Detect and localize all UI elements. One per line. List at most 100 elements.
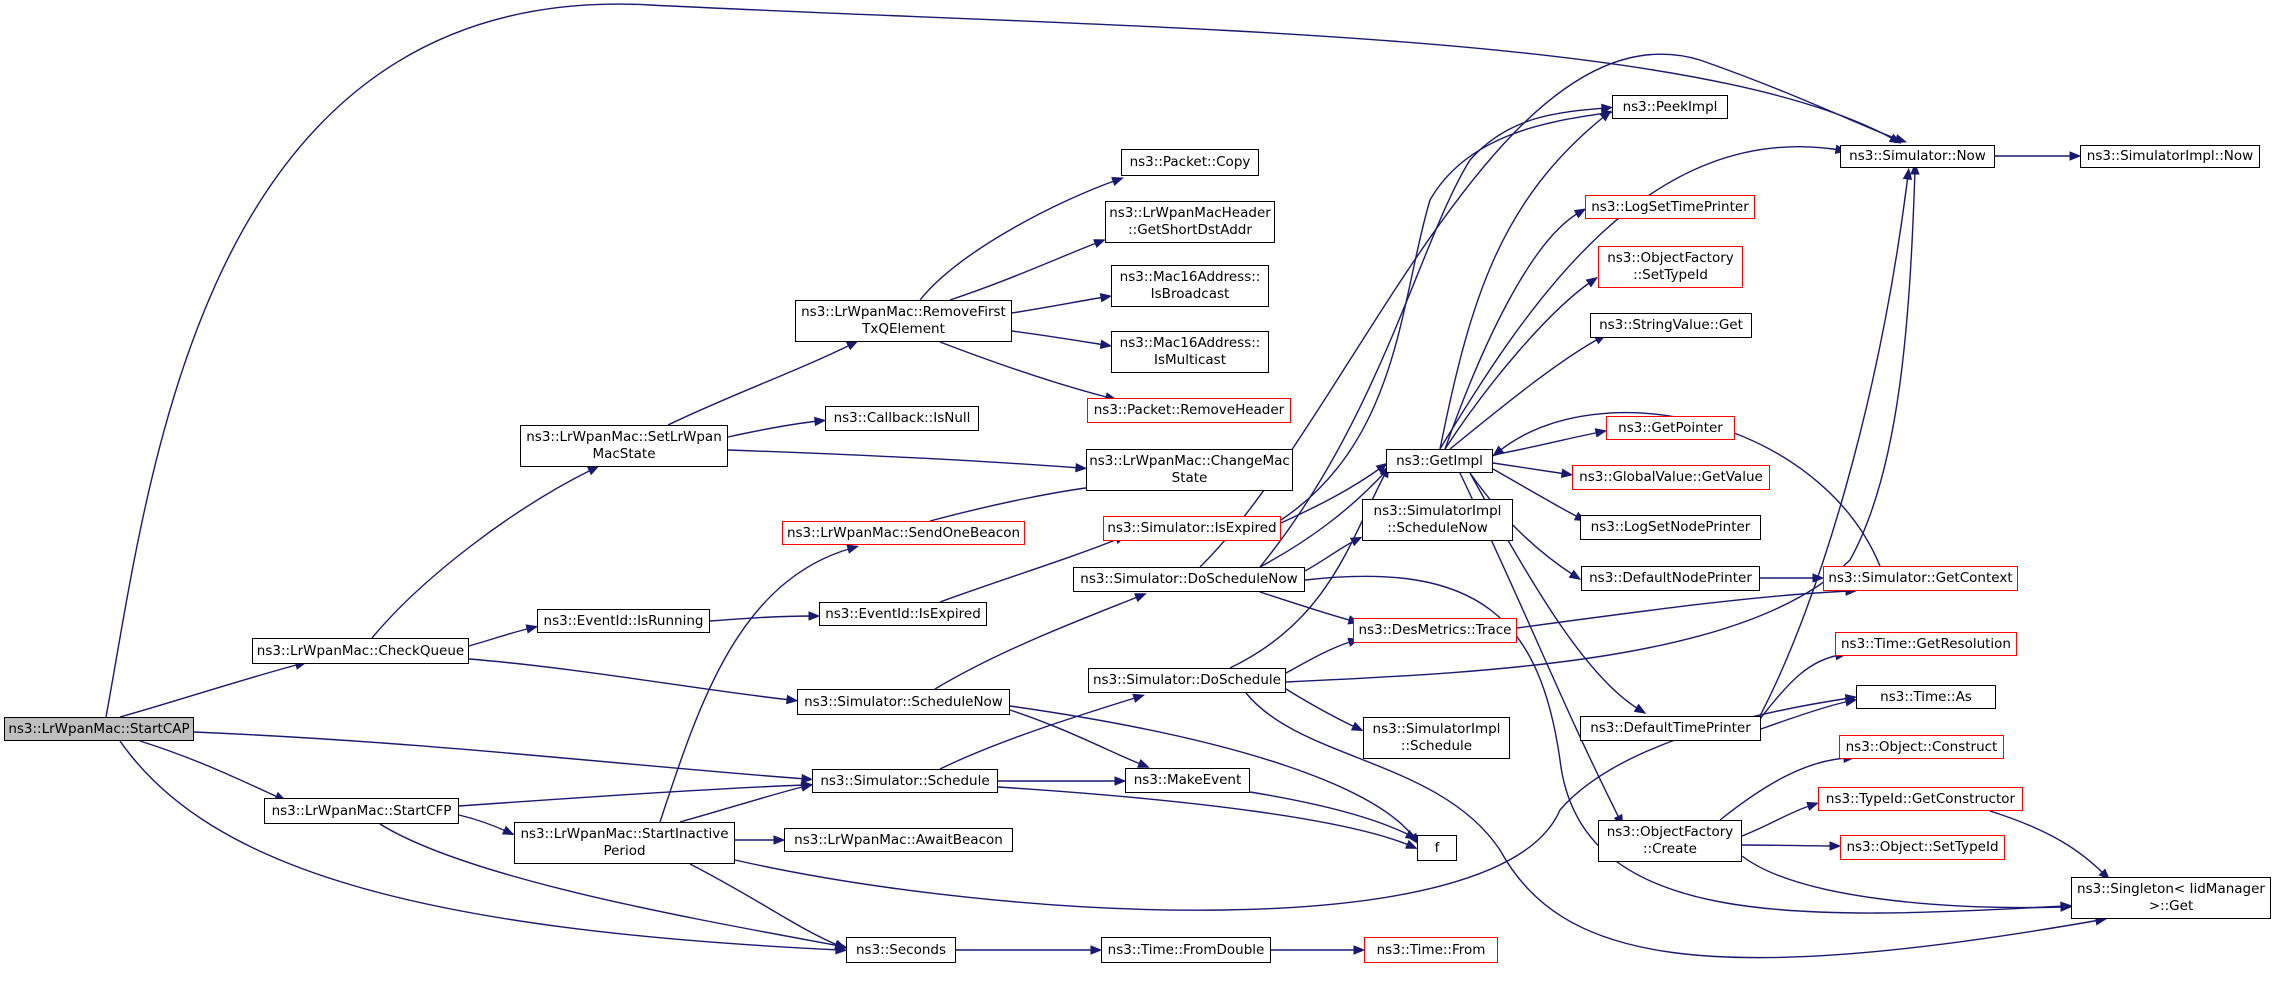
edge-schedule-to-doschedule bbox=[939, 696, 1139, 770]
edge-doschedulenow-to-implschedulenow bbox=[1304, 539, 1357, 572]
node-checkqueue[interactable]: ns3::LrWpanMac::CheckQueue bbox=[252, 638, 469, 664]
node-removeheader[interactable]: ns3::Packet::RemoveHeader bbox=[1087, 398, 1291, 423]
node-label: ns3::LogSetNodePrinter bbox=[1590, 519, 1751, 535]
node-stringvalueget[interactable]: ns3::StringValue::Get bbox=[1590, 313, 1752, 338]
node-label: ns3::DefaultTimePrinter bbox=[1590, 720, 1751, 736]
edge-doschedulenow-to-singletonget bbox=[1304, 575, 2066, 914]
node-peekimpl[interactable]: ns3::PeekImpl bbox=[1612, 95, 1728, 119]
node-ismulticast[interactable]: ns3::Mac16Address::IsMulticast bbox=[1111, 331, 1269, 373]
node-doschedulenow[interactable]: ns3::Simulator::DoScheduleNow bbox=[1073, 567, 1305, 592]
arrowhead-objsettypeid bbox=[1829, 841, 1842, 851]
node-simisexpired[interactable]: ns3::Simulator::IsExpired bbox=[1103, 516, 1281, 541]
node-objsettypeid[interactable]: ns3::Object::SetTypeId bbox=[1840, 835, 2005, 860]
node-timeas[interactable]: ns3::Time::As bbox=[1856, 685, 1996, 709]
arrowhead-timefrom bbox=[1353, 945, 1366, 955]
node-label: IsMulticast bbox=[1153, 352, 1227, 368]
node-label: ns3::LrWpanMac::StartInactive bbox=[520, 826, 729, 842]
node-singletonget[interactable]: ns3::Singleton< IidManager>::Get bbox=[2071, 877, 2271, 919]
node-logsettimeprinter[interactable]: ns3::LogSetTimePrinter bbox=[1585, 195, 1755, 219]
node-objfactcreate[interactable]: ns3::ObjectFactory::Create bbox=[1598, 820, 1742, 862]
arrowhead-doschedulenow bbox=[1134, 593, 1147, 603]
node-eventidisexpired[interactable]: ns3::EventId::IsExpired bbox=[819, 602, 987, 626]
node-defaulttimeprinter[interactable]: ns3::DefaultTimePrinter bbox=[1580, 716, 1761, 741]
node-label: ns3::EventId::IsExpired bbox=[825, 605, 981, 622]
node-label: ns3::LrWpanMac::CheckQueue bbox=[256, 642, 465, 659]
node-awaitbeacon[interactable]: ns3::LrWpanMac::AwaitBeacon bbox=[784, 828, 1013, 852]
arrowhead-makeevent bbox=[1114, 776, 1127, 786]
node-timefromdouble[interactable]: ns3::Time::FromDouble bbox=[1101, 937, 1271, 963]
node-label: ns3::Mac16Address:: bbox=[1119, 335, 1261, 351]
arrowhead-implschedule bbox=[1350, 721, 1364, 732]
node-label: ns3::SimulatorImpl::Now bbox=[2086, 148, 2254, 164]
node-label: ns3::StringValue::Get bbox=[1599, 317, 1743, 333]
edge-checkqueue-to-schedulenow bbox=[468, 658, 792, 701]
edge-objfactcreate-to-singletonget bbox=[1741, 855, 2066, 909]
node-f[interactable]: f bbox=[1417, 835, 1457, 861]
node-sendonebeacon[interactable]: ns3::LrWpanMac::SendOneBeacon bbox=[782, 521, 1025, 545]
node-getimpl[interactable]: ns3::GetImpl bbox=[1386, 449, 1493, 473]
node-schedulenow[interactable]: ns3::Simulator::ScheduleNow bbox=[797, 689, 1010, 715]
node-label: ns3::LrWpanMac::StartCFP bbox=[271, 802, 452, 819]
arrowhead-getpointer bbox=[1594, 428, 1608, 438]
arrowhead-eventidisrunning bbox=[525, 624, 539, 634]
node-startcfp[interactable]: ns3::LrWpanMac::StartCFP bbox=[264, 798, 459, 824]
node-eventidisrunning[interactable]: ns3::EventId::IsRunning bbox=[537, 609, 710, 633]
node-label: ns3::Callback::IsNull bbox=[833, 410, 971, 426]
arrowhead-defaulttimeprinter bbox=[1633, 703, 1647, 714]
node-implschedulenow[interactable]: ns3::SimulatorImpl::ScheduleNow bbox=[1362, 499, 1513, 541]
edge-startcap-to-seconds bbox=[119, 740, 841, 951]
node-label: ns3::Seconds bbox=[856, 941, 946, 958]
node-label: ns3::Simulator::Now bbox=[1849, 148, 1986, 164]
edge-schedulenow-to-makeevent bbox=[1009, 709, 1144, 766]
node-objconstruct[interactable]: ns3::Object::Construct bbox=[1839, 735, 2004, 759]
node-defaultnodeprinter[interactable]: ns3::DefaultNodePrinter bbox=[1581, 566, 1760, 591]
arrowhead-logsettimeprinter bbox=[1573, 208, 1587, 219]
edge-desmetricstrace-to-simgetcontext bbox=[1516, 590, 1851, 629]
node-label: Period bbox=[603, 843, 646, 859]
node-label: ns3::LogSetTimePrinter bbox=[1591, 198, 1749, 215]
node-getresolution[interactable]: ns3::Time::GetResolution bbox=[1835, 632, 2017, 656]
node-globalvaluegetvalue[interactable]: ns3::GlobalValue::GetValue bbox=[1572, 465, 1770, 490]
node-doschedule[interactable]: ns3::Simulator::DoSchedule bbox=[1088, 668, 1286, 693]
node-seconds[interactable]: ns3::Seconds bbox=[846, 937, 956, 963]
node-simgetcontext[interactable]: ns3::Simulator::GetContext bbox=[1823, 566, 2018, 591]
arrowhead-schedule bbox=[801, 773, 814, 784]
edge-startinactive-to-sendonebeacon bbox=[659, 547, 853, 823]
node-label: ns3::LrWpanMac::RemoveFirst bbox=[801, 304, 1006, 320]
arrowhead-seconds bbox=[834, 939, 847, 949]
edge-schedule-to-f bbox=[997, 786, 1412, 847]
node-simimplnow[interactable]: ns3::SimulatorImpl::Now bbox=[2080, 145, 2260, 168]
node-typeidgetconstructor[interactable]: ns3::TypeId::GetConstructor bbox=[1818, 787, 2023, 811]
node-isbroadcast[interactable]: ns3::Mac16Address::IsBroadcast bbox=[1111, 265, 1269, 307]
edge-doschedule-to-getimpl bbox=[1229, 471, 1387, 669]
node-label: ns3::Time::FromDouble bbox=[1107, 941, 1265, 958]
node-logsetnodeprinter[interactable]: ns3::LogSetNodePrinter bbox=[1580, 515, 1761, 540]
edge-startcfp-to-startinactive bbox=[458, 814, 509, 833]
node-makeevent[interactable]: ns3::MakeEvent bbox=[1125, 768, 1250, 793]
node-label: ns3::Mac16Address:: bbox=[1119, 269, 1261, 285]
node-getshortdstaddr[interactable]: ns3::LrWpanMacHeader::GetShortDstAddr bbox=[1105, 201, 1275, 243]
edge-startcap-to-simnow bbox=[105, 3, 1896, 718]
arrowhead-eventidisexpired bbox=[808, 611, 821, 621]
arrowhead-doschedule bbox=[1132, 693, 1146, 703]
node-getpointer[interactable]: ns3::GetPointer bbox=[1606, 416, 1735, 440]
edge-checkqueue-to-eventidisrunning bbox=[468, 627, 532, 647]
node-label: ns3::EventId::IsRunning bbox=[543, 612, 704, 629]
node-schedule[interactable]: ns3::Simulator::Schedule bbox=[812, 769, 998, 793]
node-callbackisnull[interactable]: ns3::Callback::IsNull bbox=[825, 406, 979, 431]
edge-removefirst-to-removeheader bbox=[939, 341, 1111, 399]
edge-getimpl-to-defaultnodeprinter bbox=[1469, 472, 1576, 577]
node-objfactsettypeid[interactable]: ns3::ObjectFactory::SetTypeId bbox=[1598, 246, 1743, 288]
node-startcap[interactable]: ns3::LrWpanMac::StartCAP bbox=[4, 717, 194, 741]
node-label: ns3::LrWpanMacHeader bbox=[1109, 205, 1271, 221]
node-packetcopy[interactable]: ns3::Packet::Copy bbox=[1121, 149, 1259, 176]
node-implschedule[interactable]: ns3::SimulatorImpl::Schedule bbox=[1363, 717, 1510, 759]
node-label: ns3::DefaultNodePrinter bbox=[1589, 570, 1752, 586]
node-simnow[interactable]: ns3::Simulator::Now bbox=[1840, 145, 1995, 168]
node-timefrom[interactable]: ns3::Time::From bbox=[1364, 937, 1498, 963]
node-desmetricstrace[interactable]: ns3::DesMetrics::Trace bbox=[1353, 618, 1517, 643]
